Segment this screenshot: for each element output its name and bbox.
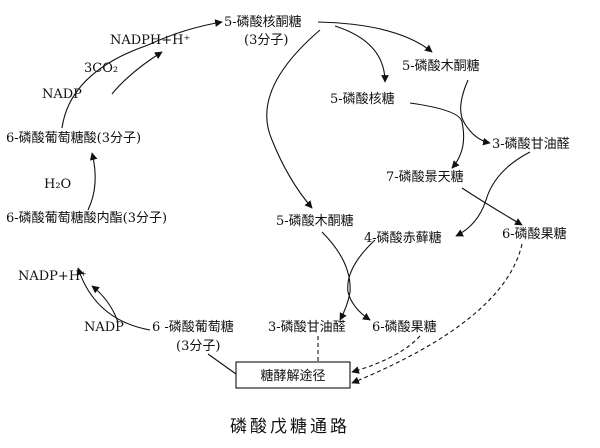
arrow-ribulose-to-ribose [334,25,389,83]
arrow-nadp2-in [111,51,163,95]
arrow-g3p-to-erythrose [455,151,531,237]
node-gluconolactone: 6-磷酸葡萄糖酸内酯(3分子) [6,210,167,226]
cofactor-nadph-2: NADPH+H⁺ [110,33,190,48]
node-xylulose5p-mid: 5-磷酸木酮糖 [276,213,354,229]
arrow-xylulose-mid-to-g3p [321,231,351,321]
dashed-fructose6p-bottom-to-glycolysis [351,335,421,374]
dashed-fructose6p-right-to-glycolysis [351,243,523,384]
cofactor-co2: 3CO₂ [84,61,118,76]
arrow-ribulose-to-xylulose-top [317,21,433,53]
node-fructose6p-bottom: 6-磷酸果糖 [372,319,437,335]
pathway-arrows [61,19,531,384]
diagram-caption: 磷酸戊糖通路 [230,417,350,437]
arrow-sedoheptulose-to-fructose6p [461,187,523,226]
node-sedoheptulose7p: 7-磷酸景天糖 [386,169,464,185]
node-g3p-bottom: 3-磷酸甘油醛 [268,319,346,335]
node-xylulose5p-top: 5-磷酸木酮糖 [402,58,480,74]
arrow-lactone-to-gluconate [87,152,98,211]
node-ribulose5p: 5-磷酸核酮糖 [224,14,302,30]
cofactor-nadp-1: NADP [84,320,124,335]
glycolysis-label: 糖酵解途径 [260,368,325,384]
arrow-nadp1-in [91,285,119,323]
arrow-ribulose-to-xylulose-mid [266,29,321,209]
node-ribulose5p-count: (3分子) [244,33,288,48]
glycolysis-box [235,361,351,389]
node-labels: 5-磷酸核酮糖 (3分子) 5-磷酸木酮糖 5-磷酸核糖 3-磷酸甘油醛 7-磷… [6,14,570,384]
cofactor-nadp-2: NADP [42,87,82,102]
node-fructose6p-right: 6-磷酸果糖 [502,226,567,242]
cofactor-nadph-1: NADP+H⁺ [18,269,87,284]
node-ribose5p: 5-磷酸核糖 [330,91,395,107]
node-gluconate6p: 6-磷酸葡萄糖酸(3分子) [6,130,141,146]
node-glucose6p-count: (3分子) [176,339,220,354]
node-g3p-right: 3-磷酸甘油醛 [492,136,570,152]
arrow-glucose6p-to-lactone [76,267,151,331]
arrow-gluconate-to-ribulose [61,19,223,129]
node-glucose6p: 6 -磷酸葡萄糖 [152,319,234,335]
glucose6p-to-glycolysis-line [207,353,237,375]
arrow-ribose-to-sedoheptulose [409,102,465,169]
cofactor-h2o: H₂O [44,177,71,192]
node-erythrose4p: 4-磷酸赤藓糖 [364,230,442,246]
arrow-xylulose-top-to-g3p [460,79,491,146]
arrow-erythrose-to-fructose6p [347,239,376,321]
